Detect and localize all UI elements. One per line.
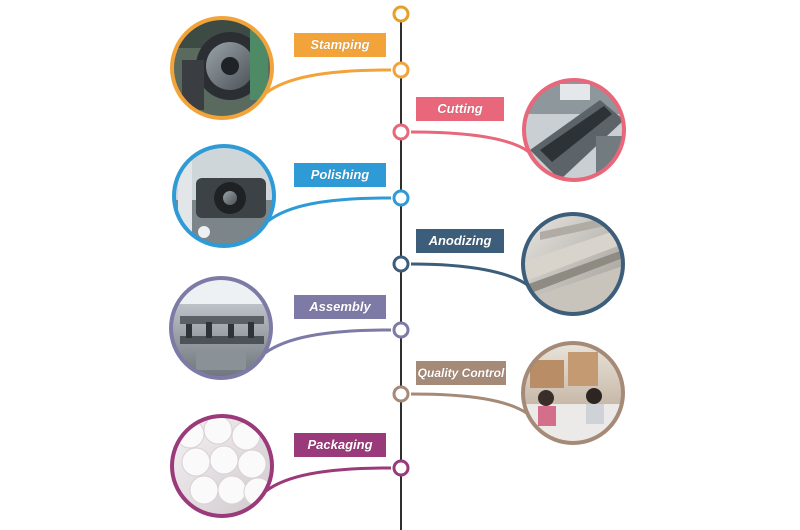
connector-anodizing (410, 262, 530, 288)
step-label-bg-cutting (416, 97, 504, 121)
quality-control-photo (523, 343, 623, 443)
timeline-node-cutting (392, 123, 410, 141)
connector-assembly (264, 328, 392, 355)
anodizing-line-photo (523, 214, 623, 314)
connector-polishing (267, 196, 392, 223)
packaging-lids-photo (172, 416, 272, 516)
connector-packaging (265, 466, 392, 493)
step-cutting (392, 78, 626, 182)
step-assembly (169, 276, 410, 380)
step-label-packaging: Packaging (307, 437, 373, 452)
timeline-node-stamping (392, 61, 410, 79)
timeline-start-node (392, 5, 410, 23)
step-label-bg-quality-control (416, 361, 506, 385)
step-label-polishing: Polishing (310, 167, 370, 182)
timeline-node-quality-control (392, 385, 410, 403)
step-polishing (172, 144, 410, 248)
step-label-cutting: Cutting (437, 101, 483, 116)
step-label-stamping: Stamping (310, 37, 370, 52)
step-label-quality-control: Quality Control (417, 366, 505, 380)
step-label-assembly: Assembly (309, 299, 371, 314)
step-quality-control (392, 341, 625, 445)
timeline-node-anodizing (392, 255, 410, 273)
timeline-node-packaging (392, 459, 410, 477)
step-label-bg-polishing (294, 163, 386, 187)
connector-cutting (410, 130, 530, 154)
step-label-anodizing: Anodizing (428, 233, 492, 248)
step-label-bg-anodizing (416, 229, 504, 253)
connector-quality-control (410, 392, 529, 416)
timeline-node-assembly (392, 321, 410, 339)
step-packaging (170, 414, 410, 518)
step-label-bg-packaging (294, 433, 386, 457)
connector-stamping (265, 68, 392, 95)
step-anodizing (392, 212, 625, 316)
timeline-node-polishing (392, 189, 410, 207)
step-label-bg-assembly (294, 295, 386, 319)
step-label-bg-stamping (294, 33, 386, 57)
